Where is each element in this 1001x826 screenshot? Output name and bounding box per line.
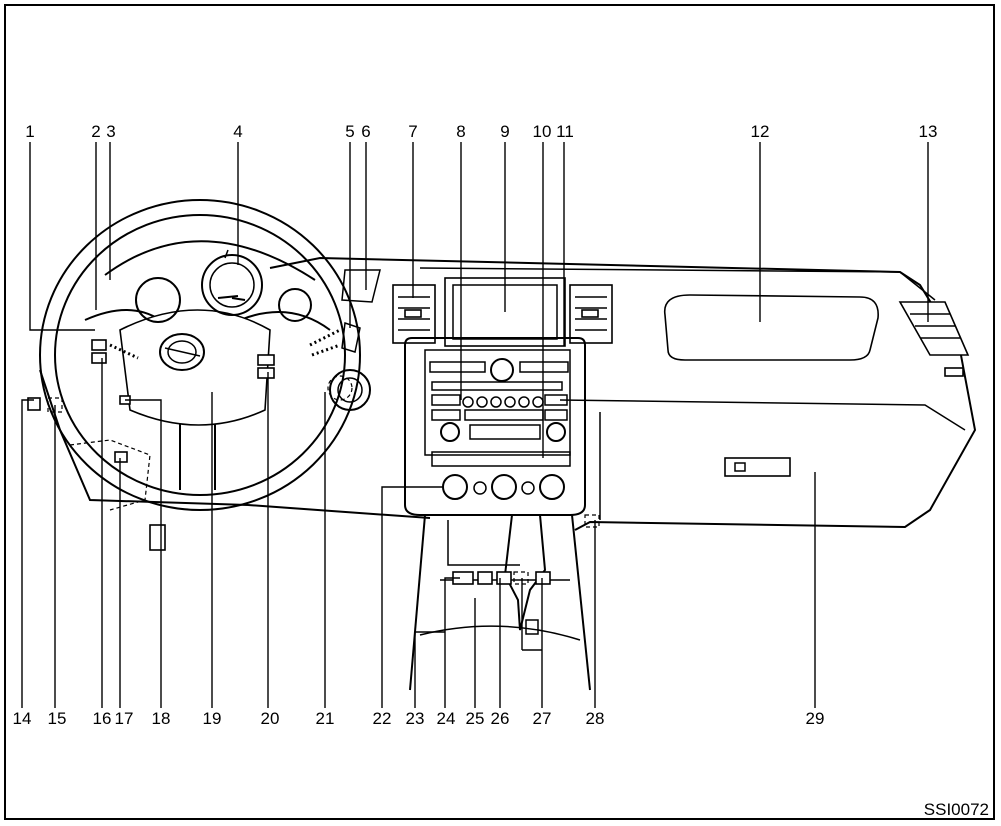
callout-19: 19 xyxy=(203,709,222,728)
passenger-side xyxy=(663,294,970,477)
callout-13: 13 xyxy=(919,122,938,141)
callout-20: 20 xyxy=(261,709,280,728)
callout-14: 14 xyxy=(13,709,32,728)
callout-11: 11 xyxy=(556,122,574,141)
callout-23: 23 xyxy=(406,709,425,728)
callout-22: 22 xyxy=(373,709,392,728)
callout-5: 5 xyxy=(345,122,354,141)
center-vents xyxy=(392,284,613,344)
callout-10: 10 xyxy=(533,122,552,141)
callout-16: 16 xyxy=(93,709,112,728)
callout-7: 7 xyxy=(408,122,417,141)
callout-12: 12 xyxy=(751,122,770,141)
callouts-top: 1 2 3 4 5 6 7 8 9 10 11 12 13 xyxy=(25,122,937,141)
callout-6: 6 xyxy=(361,122,370,141)
dashboard-outline xyxy=(39,256,977,531)
steering-wheel xyxy=(39,199,361,511)
callout-21: 21 xyxy=(316,709,335,728)
callout-3: 3 xyxy=(106,122,115,141)
callout-9: 9 xyxy=(500,122,509,141)
center-stack xyxy=(404,337,586,516)
callout-15: 15 xyxy=(48,709,67,728)
callout-2: 2 xyxy=(91,122,100,141)
callout-8: 8 xyxy=(456,122,465,141)
callout-18: 18 xyxy=(152,709,171,728)
leader-lines-top xyxy=(29,142,929,458)
callouts-bottom: 14 15 16 17 18 19 20 21 22 23 24 25 26 2… xyxy=(13,709,825,728)
callout-4: 4 xyxy=(233,122,242,141)
center-console xyxy=(409,514,600,691)
leader-lines-bottom xyxy=(21,358,816,708)
callout-1: 1 xyxy=(25,122,34,141)
figure-code: SSI0072 xyxy=(923,800,989,819)
callout-26: 26 xyxy=(491,709,510,728)
meter-cluster xyxy=(104,240,316,323)
callout-28: 28 xyxy=(586,709,605,728)
ignition-switch xyxy=(327,269,381,411)
callout-27: 27 xyxy=(533,709,552,728)
callout-17: 17 xyxy=(115,709,134,728)
callout-29: 29 xyxy=(806,709,825,728)
callout-25: 25 xyxy=(466,709,485,728)
callout-24: 24 xyxy=(437,709,456,728)
